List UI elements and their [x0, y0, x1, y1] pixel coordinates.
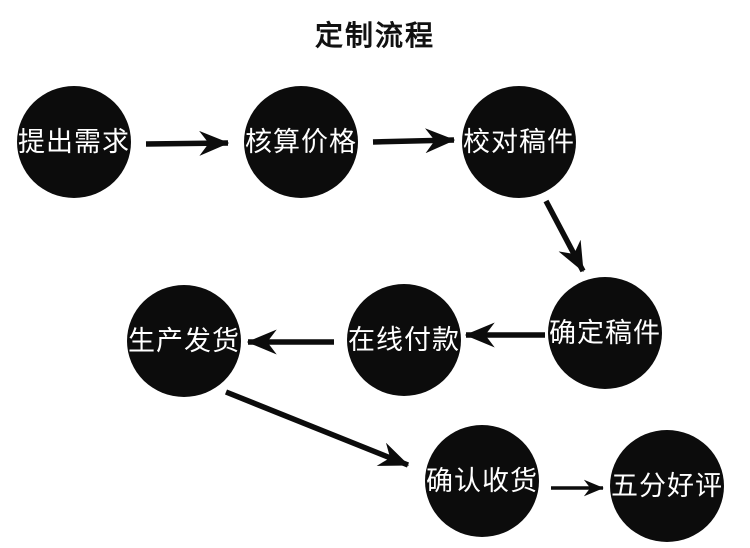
arrow-step1-to-step2 — [145, 130, 230, 156]
node-label: 核算价格 — [245, 126, 357, 157]
node-step-3-proofread-draft: 校对稿件 — [462, 86, 576, 198]
node-step-7-confirm-receipt: 确认收货 — [425, 425, 539, 537]
node-label: 提出需求 — [18, 126, 130, 157]
node-step-4-confirm-draft: 确定稿件 — [548, 277, 662, 389]
node-label: 五分好评 — [611, 470, 723, 501]
arrow-step6-to-step7 — [224, 389, 410, 468]
diagram-title: 定制流程 — [314, 21, 435, 52]
node-label: 在线付款 — [348, 324, 460, 355]
node-label: 生产发货 — [128, 325, 240, 356]
node-step-2-calculate-price: 核算价格 — [244, 86, 358, 198]
node-step-6-produce-and-ship: 生产发货 — [127, 285, 241, 397]
node-step-1-submit-requirements: 提出需求 — [17, 86, 131, 198]
node-step-8-five-star-review: 五分好评 — [610, 430, 724, 542]
node-label: 确认收货 — [426, 465, 538, 496]
arrow-step3-to-step4 — [543, 199, 586, 273]
node-label: 确定稿件 — [549, 317, 661, 348]
arrow-step2-to-step3 — [372, 128, 456, 154]
node-step-5-pay-online: 在线付款 — [347, 284, 461, 396]
node-label: 校对稿件 — [463, 126, 575, 157]
